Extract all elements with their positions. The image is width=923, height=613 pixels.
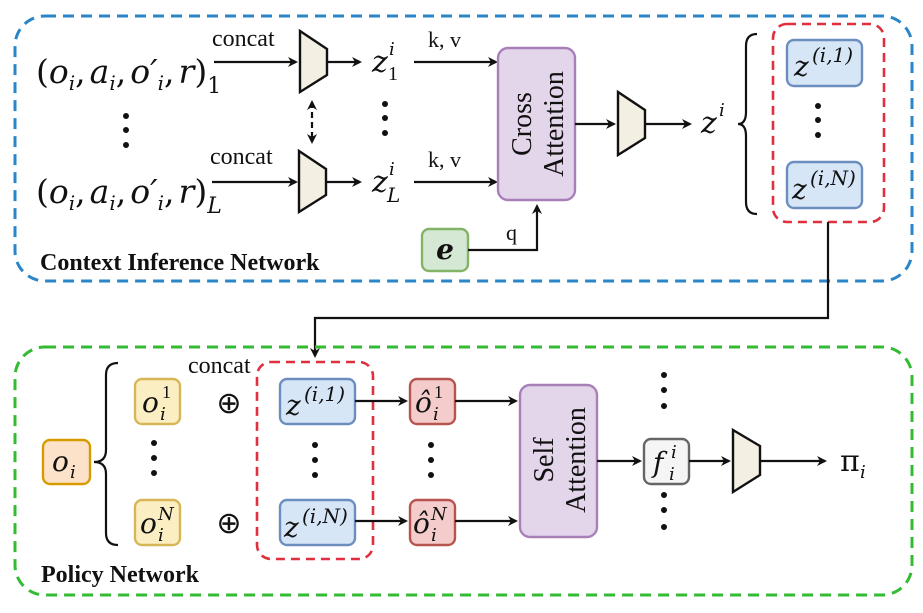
arrow-context-to-policy: [310, 222, 830, 358]
feature-ellipsis-bottom: [661, 492, 667, 530]
svg-text:o: o: [142, 386, 159, 419]
svg-text:z: z: [371, 165, 388, 200]
svg-text:Self: Self: [529, 437, 560, 483]
svg-text:i: i: [160, 404, 166, 425]
svg-text:i: i: [860, 462, 866, 483]
policy-network-frame: [13, 345, 914, 597]
policy-output-pi: π i: [840, 444, 866, 483]
svg-text:1: 1: [434, 382, 443, 402]
svg-text:i: i: [389, 39, 395, 60]
feature-ellipsis-top: [661, 372, 667, 409]
oplus-N-icon: ⊕: [216, 507, 241, 540]
obs-split-brace: [93, 361, 119, 547]
latent-zL: z i L: [371, 159, 400, 207]
svg-text:i: i: [431, 525, 437, 546]
svg-text:o: o: [52, 445, 69, 478]
svg-text:i: i: [70, 462, 76, 483]
svg-text:N: N: [157, 504, 175, 525]
augmented-ellipsis: [428, 442, 434, 478]
svg-text:(oi,ai,o′i,r)L: (oi,ai,o′i,r)L: [36, 172, 222, 219]
svg-text:(i,N): (i,N): [302, 504, 348, 528]
svg-text:N: N: [430, 504, 448, 525]
input-tuple-1: (oi,ai,o′i,r)1: [36, 52, 221, 99]
encoder-L-icon: [297, 148, 328, 215]
self-attention-block: Self Attention: [518, 383, 599, 539]
q-label: q: [506, 220, 517, 245]
query-node-e: e: [420, 227, 470, 273]
svg-text:z: z: [791, 173, 807, 206]
svg-text:ô: ô: [415, 386, 432, 419]
policy-concat-label: concat: [188, 353, 251, 379]
augmented-node-ohat-1: ô 1 i: [408, 377, 457, 426]
aggregator-mlp-icon: [616, 89, 647, 158]
kv-label-1: k, v: [428, 27, 461, 52]
input-tuple-L: (oi,ai,o′i,r)L: [36, 172, 222, 219]
cross-attention-block: Cross Attention: [496, 46, 577, 202]
latent-z1: z i 1: [371, 39, 398, 85]
context-output-zi: z i: [700, 100, 725, 141]
policy-context-node-z-i1: z (i,1): [278, 377, 357, 426]
svg-text:(i,1): (i,1): [812, 43, 853, 67]
policy-context-group: [255, 360, 375, 561]
policy-context-node-z-iN: z (i,N): [278, 498, 357, 547]
arrow-e-to-cross-attention: [468, 204, 542, 252]
policy-context-ellipsis: [312, 442, 318, 478]
svg-text:z: z: [700, 106, 717, 141]
svg-text:(i,N): (i,N): [810, 166, 856, 190]
obs-node-oi-N: o N i: [133, 498, 182, 547]
obs-ellipsis: [151, 440, 157, 476]
policy-input-oi: o i: [41, 438, 92, 486]
split-brace: [737, 32, 758, 216]
policy-network-title: Policy Network: [41, 562, 200, 588]
encoder-1-icon: [298, 28, 329, 95]
svg-text:i: i: [669, 464, 675, 485]
svg-text:z: z: [285, 389, 301, 422]
context-inference-network-title: Context Inference Network: [40, 250, 320, 276]
svg-text:π: π: [840, 444, 860, 479]
kv-label-L: k, v: [428, 147, 461, 172]
latent-ellipsis: [382, 101, 388, 136]
split-ellipsis: [815, 103, 821, 138]
context-node-z-iN: z (i,N): [785, 160, 864, 210]
oplus-1-icon: ⊕: [216, 387, 241, 420]
svg-text:Cross: Cross: [507, 92, 538, 156]
context-node-z-i1: z (i,1): [785, 38, 864, 88]
svg-text:1: 1: [388, 63, 398, 85]
input-ellipsis: [123, 113, 129, 148]
policy-head-mlp-icon: [731, 427, 762, 495]
svg-text:i: i: [389, 159, 395, 180]
svg-text:z: z: [793, 50, 809, 83]
svg-text:1: 1: [162, 382, 171, 402]
svg-text:i: i: [158, 525, 164, 546]
augmented-node-ohat-N: ô N i: [408, 498, 457, 547]
svg-text:i: i: [671, 442, 677, 463]
obs-node-oi-1: 1 o 1 i: [133, 377, 182, 426]
svg-text:(i,1): (i,1): [304, 382, 345, 406]
svg-text:ô: ô: [413, 507, 430, 540]
svg-text:i: i: [719, 100, 725, 121]
concat-label-1: concat: [212, 26, 275, 52]
svg-text:o: o: [140, 507, 157, 540]
svg-text:(oi,ai,o′i,r)1: (oi,ai,o′i,r)1: [36, 52, 221, 99]
svg-text:Attention: Attention: [539, 71, 570, 177]
svg-text:e: e: [436, 233, 454, 266]
svg-text:i: i: [433, 404, 439, 425]
svg-text:z: z: [371, 45, 388, 80]
svg-text:z: z: [283, 511, 299, 544]
feature-node-f: f i i: [642, 437, 691, 486]
svg-text:L: L: [386, 183, 400, 207]
svg-text:Attention: Attention: [561, 407, 592, 513]
concat-label-L: concat: [210, 144, 273, 170]
context-inference-network-frame: [13, 14, 914, 283]
